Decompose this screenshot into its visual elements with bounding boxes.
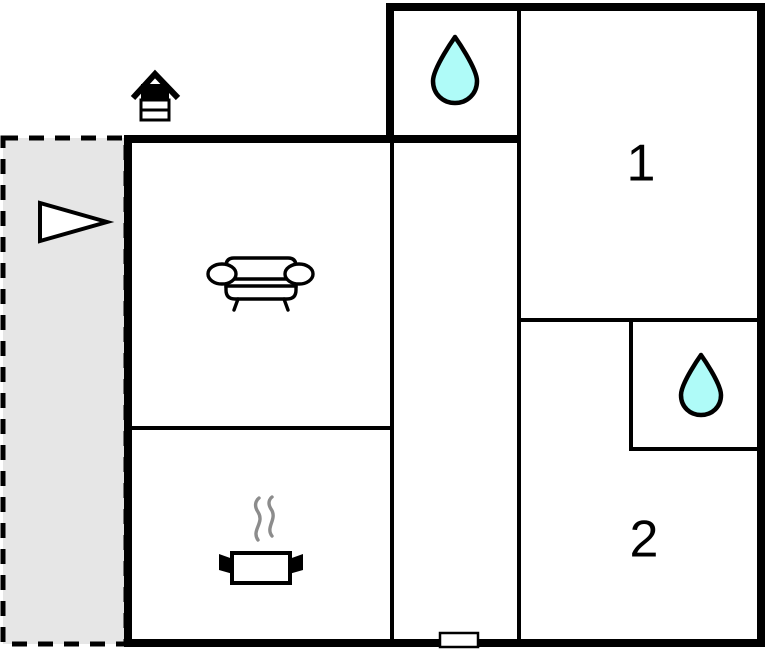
room-number-1: 1 [627, 135, 656, 193]
sofa-leg-right [282, 297, 290, 312]
chimney-roof [130, 69, 181, 101]
chimney-icon [130, 69, 181, 122]
water-drop-icon [430, 34, 480, 106]
cooking-pot-icon [219, 495, 303, 585]
entrance-door [438, 631, 480, 649]
sofa-leg-left [232, 297, 240, 312]
sofa-seat [224, 277, 298, 301]
pot-handle-left [219, 554, 233, 574]
water-drop-shape [430, 34, 480, 106]
steam-line-left [253, 496, 262, 542]
sofa-arm-right [283, 262, 315, 286]
steam-line-right [267, 495, 275, 538]
chimney-body-lower [139, 108, 171, 122]
sofa-icon [206, 256, 315, 312]
chimney-cap [141, 84, 169, 100]
terrace-arrow-icon [38, 200, 115, 244]
room-number-2: 2 [630, 511, 659, 569]
pot-body [230, 551, 292, 585]
terrace-area [0, 135, 129, 647]
pot-handle-right [289, 554, 303, 574]
water-drop-shape [678, 352, 724, 418]
entrance-door-opening [438, 631, 480, 649]
water-drop-icon [678, 352, 724, 418]
sofa-arm-left [206, 262, 238, 286]
